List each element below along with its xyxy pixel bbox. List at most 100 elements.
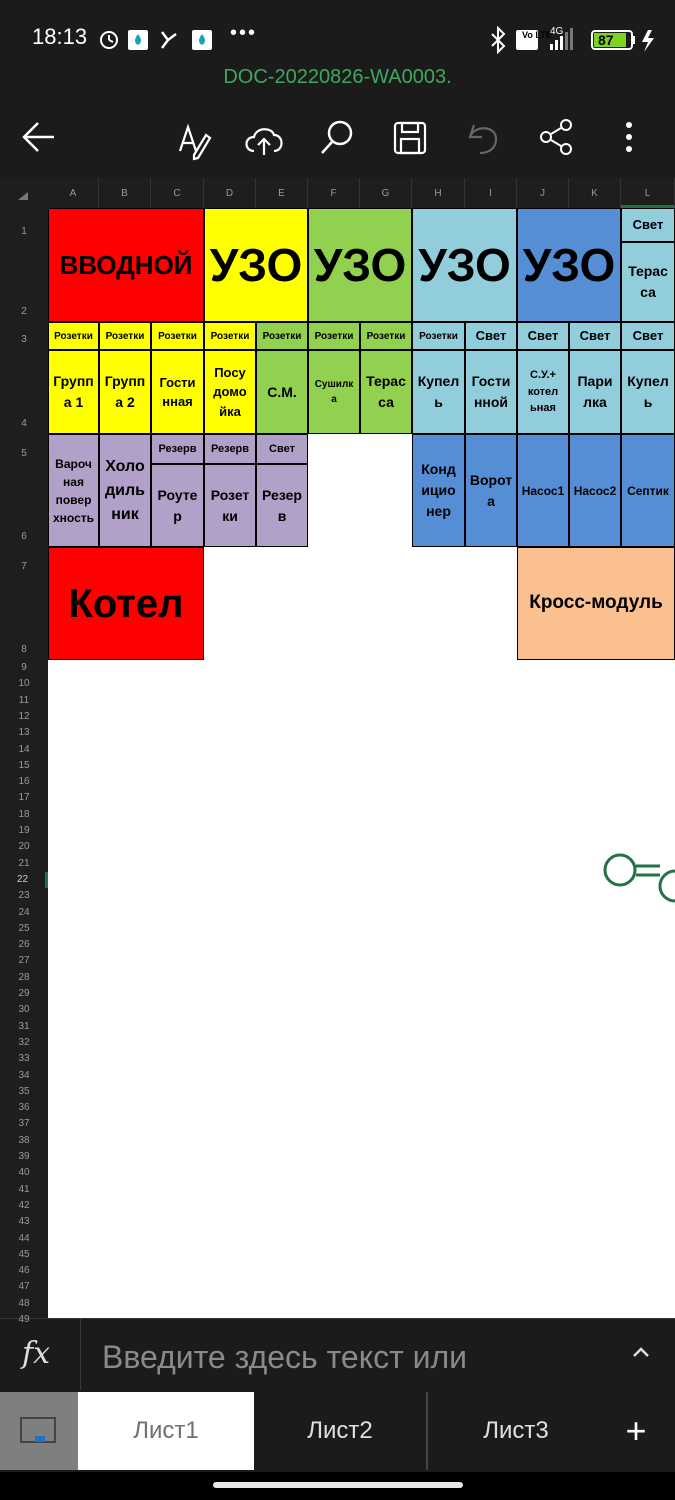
selection-handle-icon[interactable]: [600, 850, 675, 910]
fx-icon[interactable]: fx: [22, 1336, 51, 1371]
add-sheet-button[interactable]: +: [625, 1410, 647, 1451]
cell-e5-svet[interactable]: Свет: [256, 434, 308, 464]
cell-uzo-2[interactable]: УЗО: [308, 208, 412, 322]
cell-l5-septik[interactable]: Септик: [621, 434, 675, 547]
row-header-19[interactable]: 19: [18, 825, 30, 836]
column-header-d[interactable]: D: [204, 178, 256, 208]
cloud-upload-icon[interactable]: [245, 128, 283, 155]
row-header-16[interactable]: 16: [18, 776, 30, 788]
row-header-49[interactable]: 49: [18, 1314, 30, 1325]
cell-kotel[interactable]: Котел: [48, 547, 204, 660]
cell-e6-rezerv[interactable]: Резер в: [256, 464, 308, 547]
row-header-35[interactable]: 35: [18, 1085, 30, 1097]
more-vertical-icon[interactable]: [626, 122, 632, 152]
row4-cell-i[interactable]: Гости нной: [465, 350, 517, 434]
row3-cell-c[interactable]: Розетки: [151, 322, 204, 350]
row-header-28[interactable]: 28: [18, 971, 30, 983]
row-header-21[interactable]: 21: [18, 857, 30, 869]
row-header-22[interactable]: 22: [0, 871, 48, 889]
row-header-9[interactable]: 9: [21, 662, 27, 673]
row-header-38[interactable]: 38: [18, 1134, 30, 1146]
cell-uzo-1[interactable]: УЗО: [204, 208, 308, 322]
row4-cell-e[interactable]: С.М.: [256, 350, 308, 434]
chevron-up-icon[interactable]: [626, 1338, 656, 1368]
row-header-44[interactable]: 44: [18, 1232, 30, 1244]
row-header-5[interactable]: 5: [21, 448, 27, 459]
row3-cell-a[interactable]: Розетки: [48, 322, 99, 350]
row-header-37[interactable]: 37: [18, 1118, 30, 1130]
cell-j5-nasos1[interactable]: Насос1: [517, 434, 569, 547]
cell-d5-rezerv[interactable]: Резерв: [204, 434, 256, 464]
column-header-e[interactable]: E: [256, 178, 308, 208]
cell-kross-modul[interactable]: Кросс-модуль: [517, 547, 675, 660]
row-header-39[interactable]: 39: [18, 1151, 30, 1162]
column-header-c[interactable]: C: [151, 178, 204, 208]
back-arrow-icon[interactable]: [22, 122, 54, 152]
tab-list1[interactable]: Лист1: [78, 1392, 254, 1470]
row-header-18[interactable]: 18: [18, 808, 30, 820]
column-header-b[interactable]: B: [99, 178, 151, 208]
cell-l1-svet[interactable]: Свет: [621, 208, 675, 242]
row3-cell-j[interactable]: Свет: [517, 322, 569, 350]
column-header-g[interactable]: G: [360, 178, 412, 208]
pen-icon[interactable]: [178, 123, 212, 161]
cell-vvodnoy[interactable]: ВВОДНОЙ: [48, 208, 204, 322]
row-header-20[interactable]: 20: [18, 841, 30, 853]
column-header-a[interactable]: A: [48, 178, 99, 208]
cell-b5-holodilnik[interactable]: Холо диль ник: [99, 434, 151, 547]
select-all-corner[interactable]: [0, 178, 48, 208]
row4-cell-d[interactable]: Посу домо йка: [204, 350, 256, 434]
row-header-27[interactable]: 27: [18, 955, 30, 967]
tab-list3[interactable]: Лист3: [430, 1392, 602, 1470]
cell-k5-nasos2[interactable]: Насос2: [569, 434, 621, 547]
formula-input[interactable]: [100, 1336, 594, 1378]
row-header-43[interactable]: 43: [18, 1216, 30, 1228]
search-icon[interactable]: [321, 120, 353, 154]
row3-cell-e[interactable]: Розетки: [256, 322, 308, 350]
row3-cell-k[interactable]: Свет: [569, 322, 621, 350]
row3-cell-l[interactable]: Свет: [621, 322, 675, 350]
column-header-j[interactable]: J: [517, 178, 569, 208]
row-header-42[interactable]: 42: [18, 1199, 30, 1211]
row-header-31[interactable]: 31: [18, 1020, 30, 1032]
row-header-8[interactable]: 8: [21, 644, 27, 655]
row-header-3[interactable]: 3: [21, 334, 27, 345]
column-header-f[interactable]: F: [308, 178, 360, 208]
cell-l2-terassa[interactable]: Терас са: [621, 242, 675, 322]
row4-cell-g[interactable]: Терас са: [360, 350, 412, 434]
row-header-36[interactable]: 36: [18, 1102, 30, 1114]
column-header-h[interactable]: H: [412, 178, 465, 208]
row-header-30[interactable]: 30: [18, 1004, 30, 1016]
row-header-26[interactable]: 26: [18, 939, 30, 951]
row-header-6[interactable]: 6: [21, 531, 27, 542]
row3-cell-g[interactable]: Розетки: [360, 322, 412, 350]
row4-cell-h[interactable]: Купел ь: [412, 350, 465, 434]
row-header-10[interactable]: 10: [18, 678, 30, 690]
cell-c5-rezerv[interactable]: Резерв: [151, 434, 204, 464]
row4-cell-a[interactable]: Групп а 1: [48, 350, 99, 434]
share-icon[interactable]: [540, 119, 572, 155]
row-header-41[interactable]: 41: [18, 1183, 30, 1195]
column-header-k[interactable]: K: [569, 178, 621, 208]
cell-i5-vorota[interactable]: Ворот а: [465, 434, 517, 547]
tab-list2[interactable]: Лист2: [254, 1392, 428, 1470]
row3-cell-b[interactable]: Розетки: [99, 322, 151, 350]
row-header-13[interactable]: 13: [18, 727, 30, 739]
cell-d6-rozetki[interactable]: Розет ки: [204, 464, 256, 547]
row-header-33[interactable]: 33: [18, 1053, 30, 1065]
row4-cell-b[interactable]: Групп а 2: [99, 350, 151, 434]
row-header-48[interactable]: 48: [18, 1297, 30, 1309]
row-header-11[interactable]: 11: [18, 694, 30, 706]
row-header-24[interactable]: 24: [18, 906, 30, 918]
cell-c6-router[interactable]: Роуте р: [151, 464, 204, 547]
row-header-7[interactable]: 7: [21, 561, 27, 572]
row4-cell-f[interactable]: Сушилк а: [308, 350, 360, 434]
row4-cell-j[interactable]: С.У.+ котел ьная: [517, 350, 569, 434]
row-header-17[interactable]: 17: [18, 792, 30, 804]
row4-cell-l[interactable]: Купел ь: [621, 350, 675, 434]
row-header-46[interactable]: 46: [18, 1265, 30, 1277]
row-header-14[interactable]: 14: [18, 743, 30, 755]
cell-a5-varochnaya[interactable]: Вароч ная повер хность: [48, 434, 99, 547]
row-header-32[interactable]: 32: [18, 1036, 30, 1048]
row3-cell-i[interactable]: Свет: [465, 322, 517, 350]
